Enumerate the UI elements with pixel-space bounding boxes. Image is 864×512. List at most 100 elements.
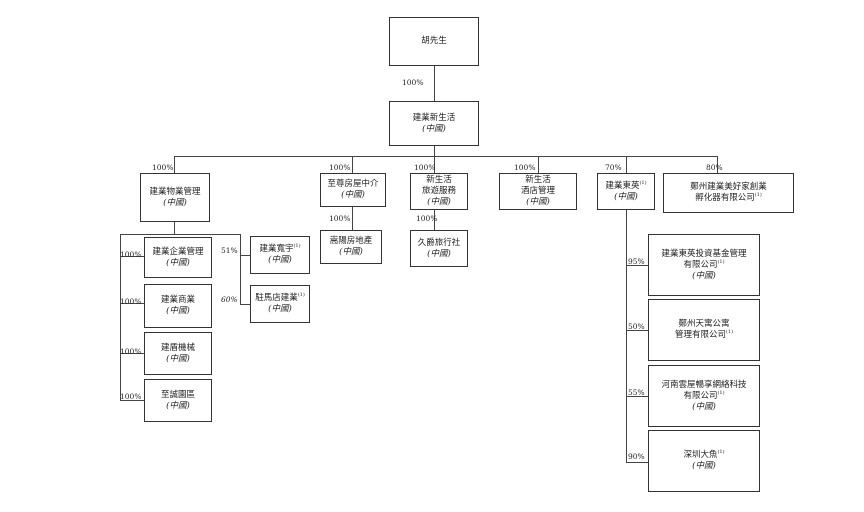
node-name: 建業寬宇(1) xyxy=(259,243,301,254)
node-name: 新生活 xyxy=(525,175,551,185)
connector xyxy=(240,304,250,305)
connector xyxy=(626,210,627,462)
node-name: 河南雲屋暢享網絡科技 xyxy=(661,379,747,390)
pct-machinery: 100% xyxy=(120,347,142,356)
node-name: 建業物業管理 xyxy=(149,186,201,197)
node-machinery: 建盾機械 (中國) xyxy=(144,332,212,375)
node-name2: 酒店管理 xyxy=(520,186,555,196)
connector xyxy=(120,234,240,235)
connector xyxy=(434,156,435,173)
node-name: 深圳大魚(1) xyxy=(683,449,725,460)
node-network: 河南雲屋暢享網絡科技 有限公司(1) (中國) xyxy=(648,365,760,427)
connector xyxy=(626,330,648,331)
node-fund: 建業東英投資基金管理 有限公司(1) (中國) xyxy=(648,234,760,296)
node-sub: (中國) xyxy=(422,123,446,134)
pct-travel: 100% xyxy=(414,163,436,172)
node-enterprise-mgmt: 建業企業管理 (中國) xyxy=(144,237,212,278)
pct-kuanyu: 51% xyxy=(221,246,238,255)
connector xyxy=(717,156,718,173)
pct-fund: 95% xyxy=(628,257,645,266)
connector xyxy=(120,303,144,304)
node-name2: 有限公司(1) xyxy=(683,389,725,401)
node-name: 建業商業 xyxy=(160,295,195,305)
pct-property-mgmt: 100% xyxy=(152,163,174,172)
node-name: 建盾機械 xyxy=(160,342,195,353)
node-incubator: 鄭州建業美好家創業 孵化器有限公司(1) xyxy=(663,173,794,213)
node-sub: (中國) xyxy=(268,255,292,265)
node-sub: (中國) xyxy=(526,197,550,207)
connector xyxy=(240,255,250,256)
pct-apartment: 50% xyxy=(628,322,645,331)
connector xyxy=(538,156,539,173)
connector xyxy=(174,156,175,173)
node-songyang: 嵩陽房地產 (中國) xyxy=(320,230,382,264)
node-hotel: 新生活 酒店管理 (中國) xyxy=(499,173,577,210)
node-sub: (中國) xyxy=(427,197,451,207)
node-sub: (中國) xyxy=(166,257,190,268)
node-name: 鄭州天寓公寓 xyxy=(678,319,730,329)
node-apartment: 鄭州天寓公寓 管理有限公司(1) xyxy=(648,299,760,361)
connector xyxy=(120,234,121,400)
pct-garden: 100% xyxy=(120,392,142,401)
connector xyxy=(434,65,435,101)
node-name: 建業東英投資基金管理 xyxy=(661,248,747,259)
node-name: 新生活 xyxy=(426,175,452,185)
connector xyxy=(120,353,144,354)
connector xyxy=(240,234,241,304)
node-name2: 管理有限公司(1) xyxy=(674,329,734,340)
node-sub: (中國) xyxy=(268,304,292,314)
node-name: 建業東英(1) xyxy=(605,179,647,191)
node-dayu: 深圳大魚(1) (中國) xyxy=(648,430,760,492)
node-name: 胡先生 xyxy=(421,36,447,46)
node-root: 胡先生 xyxy=(389,17,479,66)
node-sub: (中國) xyxy=(692,401,716,412)
node-sub: (中國) xyxy=(166,400,190,411)
node-commerce: 建業商業 (中國) xyxy=(144,284,212,328)
node-name2: 有限公司(1) xyxy=(683,258,725,270)
node-name: 建業新生活 xyxy=(412,112,456,123)
connector xyxy=(174,222,175,234)
node-sub: (中國) xyxy=(339,247,363,257)
pct-hotel: 100% xyxy=(514,163,536,172)
node-holdco: 建業新生活 (中國) xyxy=(389,101,479,146)
pct-dayu: 90% xyxy=(628,452,645,461)
node-name2: 旅遊服務 xyxy=(421,186,456,196)
node-sub: (中國) xyxy=(166,306,190,316)
connector xyxy=(626,265,648,266)
node-name: 久爵旅行社 xyxy=(417,237,461,248)
node-name: 至尊房屋中介 xyxy=(327,179,379,189)
connector xyxy=(174,156,717,157)
pct-songyang: 100% xyxy=(329,214,351,223)
node-garden: 至誠園區 (中國) xyxy=(144,379,212,422)
connector xyxy=(352,156,353,173)
node-kuanyu: 建業寬宇(1) (中國) xyxy=(250,236,310,274)
connector xyxy=(120,400,144,401)
node-property-mgmt: 建業物業管理 (中國) xyxy=(140,173,210,222)
connector xyxy=(120,256,144,257)
node-sub: (中國) xyxy=(163,197,187,208)
pct-holdco: 100% xyxy=(402,78,424,87)
node-name2: 孵化器有限公司(1) xyxy=(695,192,762,203)
node-sub: (中國) xyxy=(692,461,716,471)
node-agency: 至尊房屋中介 (中國) xyxy=(320,173,386,207)
pct-incubator: 80% xyxy=(706,163,723,172)
connector xyxy=(352,207,353,231)
connector xyxy=(434,210,435,231)
pct-network: 55% xyxy=(628,388,645,397)
node-name: 至誠園區 xyxy=(160,389,195,400)
connector xyxy=(626,156,627,173)
node-sub: (中國) xyxy=(427,248,451,259)
pct-agency: 100% xyxy=(329,163,351,172)
node-dongying: 建業東英(1) (中國) xyxy=(597,173,655,210)
node-jiujue: 久爵旅行社 (中國) xyxy=(410,230,468,267)
connector xyxy=(626,462,648,463)
pct-jiujue: 100% xyxy=(416,214,438,223)
pct-zhumadian: 60% xyxy=(221,295,238,304)
connector xyxy=(626,396,648,397)
node-travel: 新生活 旅遊服務 (中國) xyxy=(410,173,468,210)
node-zhumadian: 駐馬店建業(1) (中國) xyxy=(250,285,310,323)
node-name: 鄭州建業美好家創業 xyxy=(690,182,767,192)
node-sub: (中國) xyxy=(692,270,716,281)
node-sub: (中國) xyxy=(614,191,638,202)
node-name: 建業企業管理 xyxy=(152,246,204,257)
